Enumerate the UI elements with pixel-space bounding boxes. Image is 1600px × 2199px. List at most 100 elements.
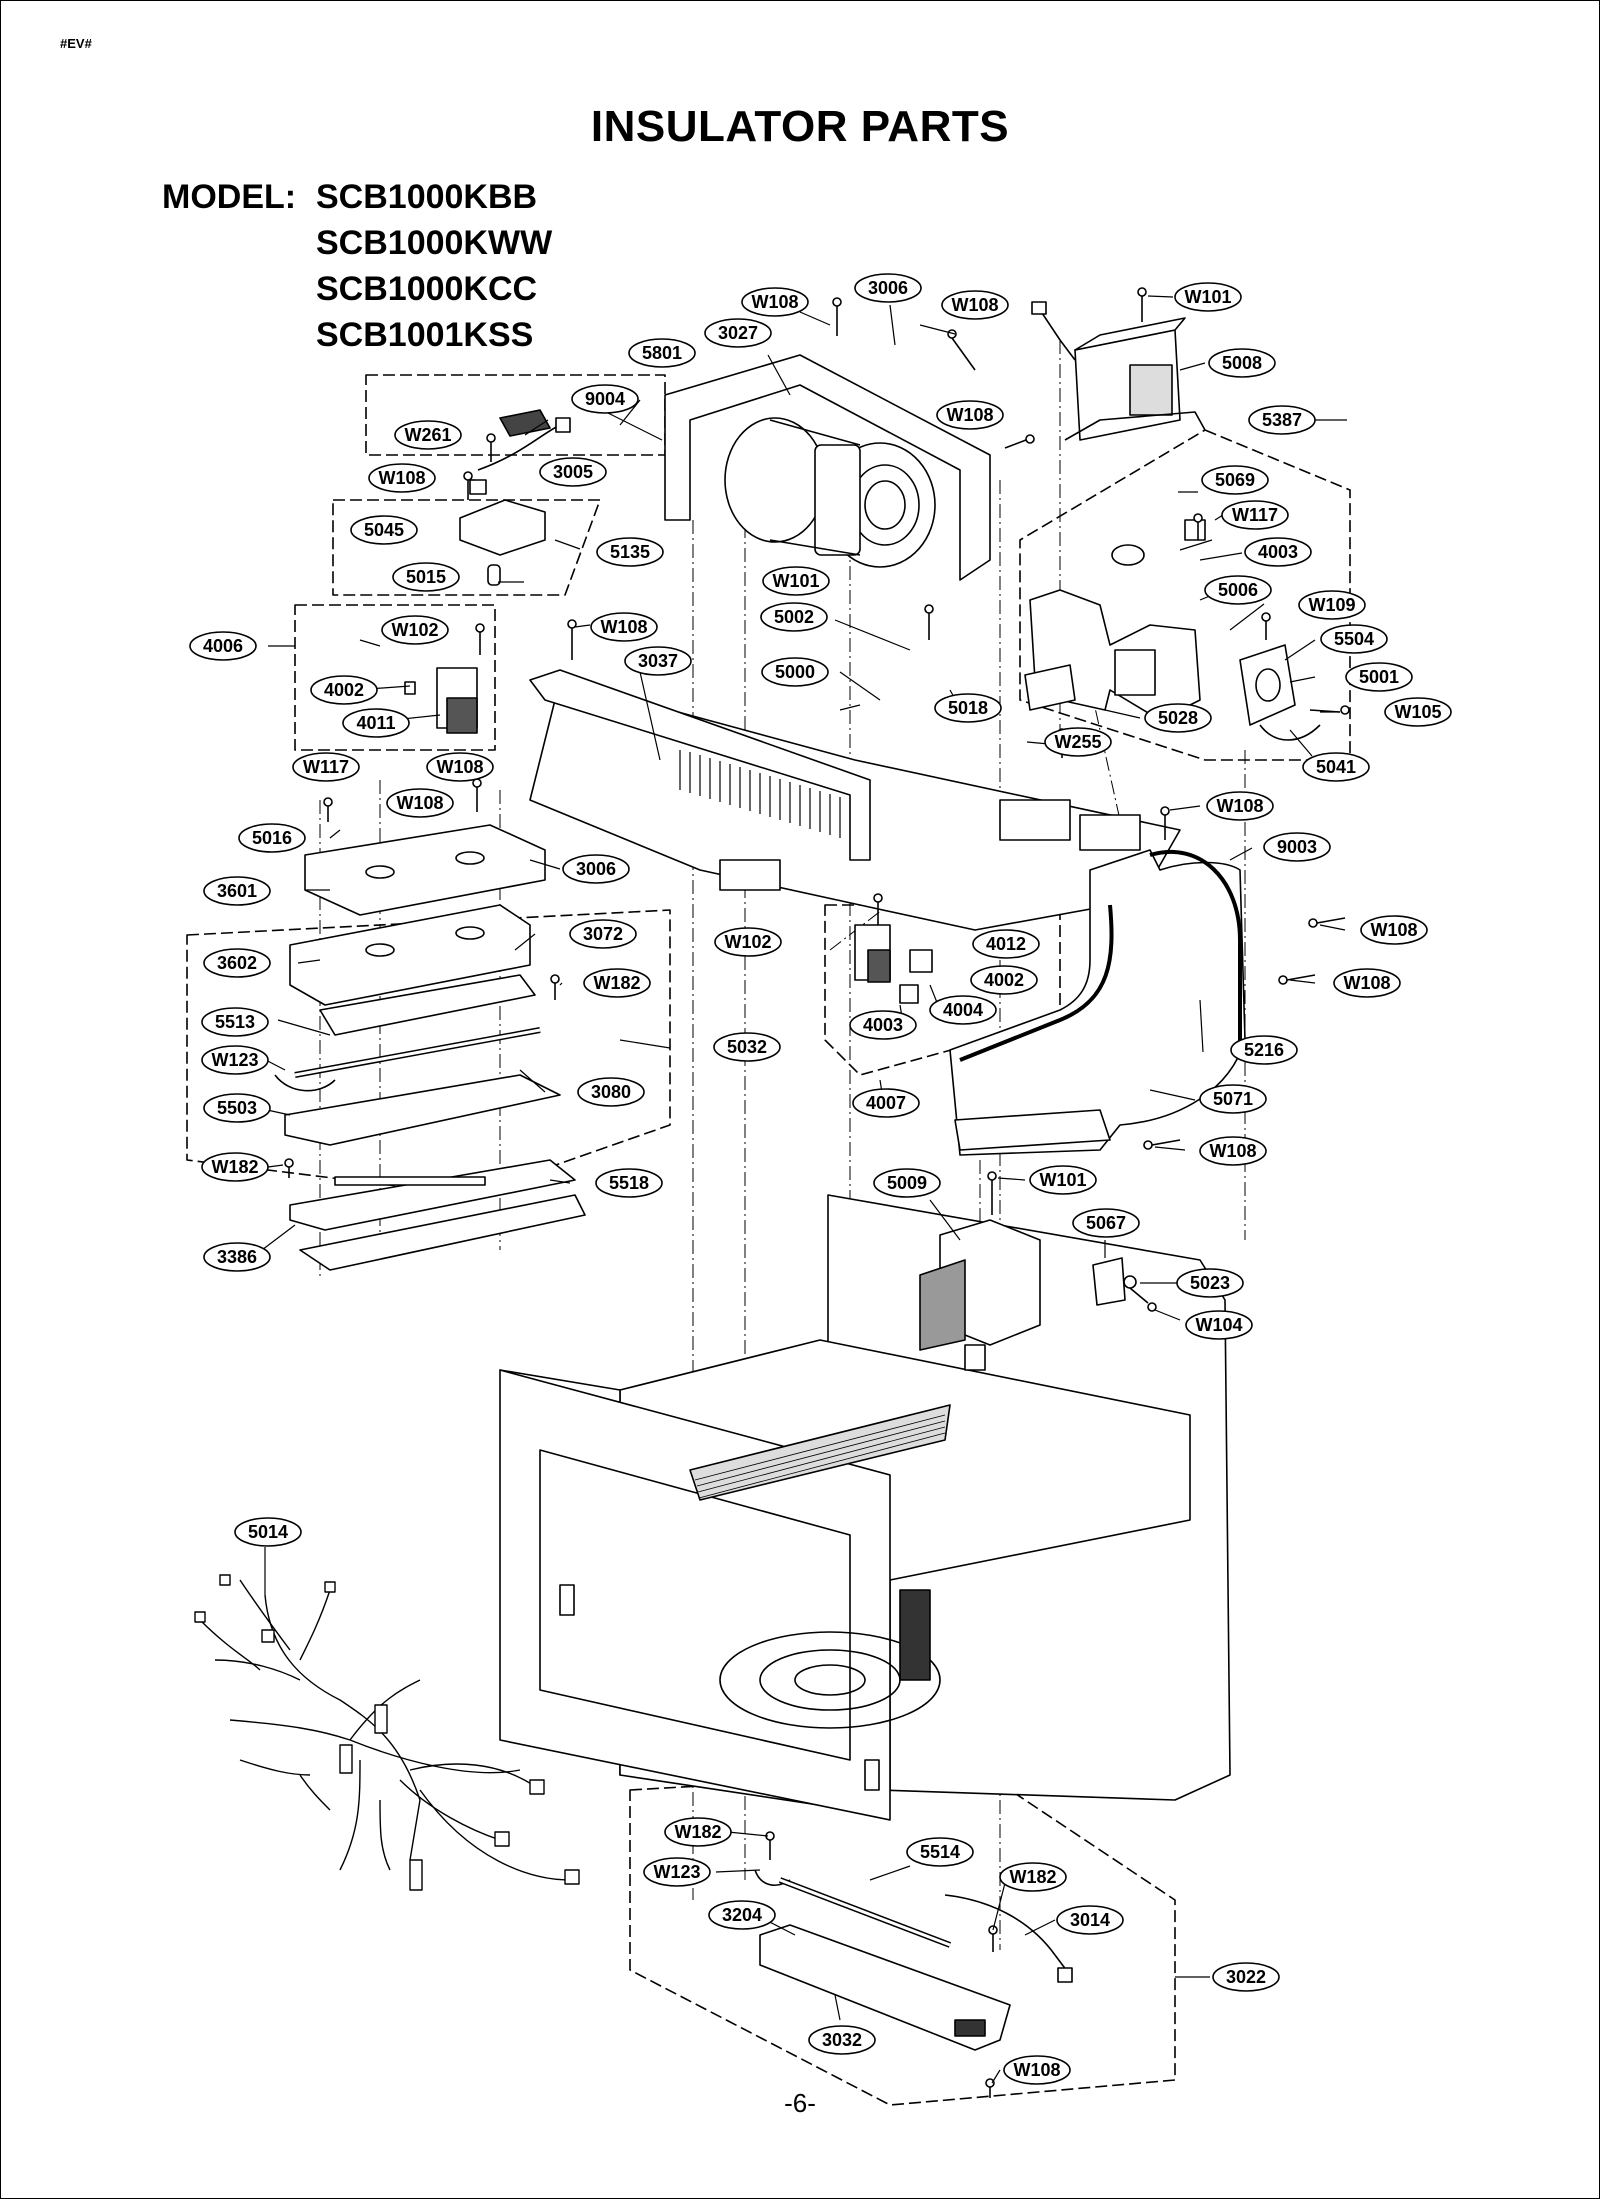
screws — [284, 287, 1350, 2098]
callout-oval — [934, 693, 1002, 723]
oven-cavity — [499, 1194, 1231, 1821]
callout-oval — [708, 1900, 776, 1930]
callout-oval — [1003, 2055, 1071, 2085]
part-callout: W105 — [1384, 697, 1452, 727]
part-number-label: W109 — [1308, 595, 1355, 615]
part-number-label: 4012 — [986, 934, 1026, 954]
part-number-label: 5032 — [727, 1037, 767, 1057]
callout-oval — [189, 631, 257, 661]
callout-oval — [201, 1045, 269, 1075]
part-number-label: W102 — [391, 620, 438, 640]
fan-motor-bracket — [664, 354, 991, 581]
model-name: SCB1000KCC — [316, 270, 538, 308]
part-number-label: 5045 — [364, 520, 404, 540]
callout-oval — [392, 562, 460, 592]
part-number-label: 4003 — [1258, 542, 1298, 562]
part-number-label: 3005 — [553, 462, 593, 482]
part-callout: 5008 — [1208, 348, 1276, 378]
callout-oval — [201, 1152, 269, 1182]
callout-oval — [941, 290, 1009, 320]
callout-oval — [970, 965, 1038, 995]
callout-oval — [1029, 1165, 1097, 1195]
callout-oval — [292, 752, 360, 782]
part-callout: W108 — [1199, 1136, 1267, 1166]
callout-oval — [234, 1517, 302, 1547]
part-callout: W109 — [1298, 590, 1366, 620]
part-number-label: W108 — [1343, 973, 1390, 993]
part-number-label: 5028 — [1158, 708, 1198, 728]
callout-oval — [760, 602, 828, 632]
part-number-label: 3032 — [822, 2030, 862, 2050]
callout-oval — [1212, 1962, 1280, 1992]
part-callout: W108 — [1206, 791, 1274, 821]
callout-oval — [1204, 575, 1272, 605]
callout-oval — [238, 823, 306, 853]
part-number-label: 9004 — [585, 389, 625, 409]
part-callout: 4002 — [970, 965, 1038, 995]
part-callout: W255 — [1044, 727, 1112, 757]
callout-oval — [1263, 832, 1331, 862]
part-callout: 5518 — [595, 1168, 663, 1198]
high-voltage-transformer — [1031, 301, 1206, 441]
callout-oval — [643, 1857, 711, 1887]
part-callout: 4003 — [1244, 537, 1312, 567]
door-switch-assembly — [404, 667, 478, 734]
part-number-label: 5009 — [887, 1173, 927, 1193]
part-callout: 5016 — [238, 823, 306, 853]
page-number: -6- — [784, 2088, 816, 2118]
part-number-label: 4003 — [863, 1015, 903, 1035]
part-callout: W261 — [394, 420, 462, 450]
part-callout: 5009 — [873, 1168, 941, 1198]
document-code: #EV# — [60, 36, 92, 51]
part-number-label: 3027 — [718, 323, 758, 343]
part-callout: 5000 — [761, 657, 829, 687]
part-callout: 5001 — [1345, 662, 1413, 692]
callout-oval — [999, 1862, 1067, 1892]
part-number-label: W108 — [396, 793, 443, 813]
callout-oval — [350, 515, 418, 545]
part-callout: 5018 — [934, 693, 1002, 723]
part-callout: 5032 — [713, 1032, 781, 1062]
part-number-label: 5023 — [1190, 1273, 1230, 1293]
part-number-label: 5016 — [252, 828, 292, 848]
part-number-label: 5387 — [1262, 410, 1302, 430]
callout-oval — [577, 1077, 645, 1107]
callout-oval — [628, 338, 696, 368]
part-callout: 3072 — [569, 919, 637, 949]
part-number-label: W117 — [1232, 505, 1278, 525]
callout-oval — [762, 566, 830, 596]
part-number-label: W108 — [751, 292, 798, 312]
model-name: SCB1001KSS — [316, 316, 534, 354]
thermistor-bracket — [1092, 1257, 1137, 1306]
part-callout: 4007 — [852, 1088, 920, 1118]
part-callout: 3204 — [708, 1900, 776, 1930]
base-plate — [529, 669, 1181, 931]
part-callout: W108 — [426, 752, 494, 782]
callout-oval — [539, 457, 607, 487]
part-callout: W182 — [201, 1152, 269, 1182]
callout-oval — [972, 929, 1040, 959]
part-number-label: W108 — [436, 757, 483, 777]
wire-harness — [194, 1574, 580, 1891]
part-callout: 9003 — [1263, 832, 1331, 862]
callout-oval — [1199, 1136, 1267, 1166]
part-callout: W108 — [368, 463, 436, 493]
part-callout: 5135 — [596, 537, 664, 567]
callout-oval — [741, 287, 809, 317]
part-number-label: 3014 — [1070, 1910, 1110, 1930]
callout-oval — [595, 1168, 663, 1198]
thermal-fuse-bracket — [1239, 644, 1341, 741]
part-callout: W108 — [590, 612, 658, 642]
part-callout: W104 — [1185, 1310, 1253, 1340]
part-callout: W108 — [741, 287, 809, 317]
callout-oval — [1302, 752, 1370, 782]
part-number-label: 3080 — [591, 1082, 631, 1102]
callout-oval — [1199, 1084, 1267, 1114]
part-callout: 4003 — [849, 1010, 917, 1040]
part-number-label: 3602 — [217, 953, 257, 973]
part-callout: 3037 — [624, 646, 692, 676]
part-number-label: W108 — [946, 405, 993, 425]
part-number-label: 5503 — [217, 1098, 257, 1118]
callout-oval — [808, 2025, 876, 2055]
